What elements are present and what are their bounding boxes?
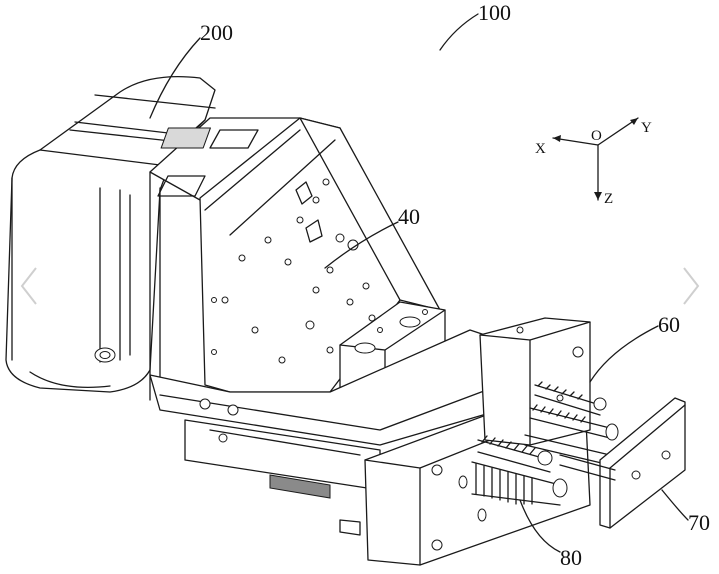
axis-origin-label: O — [591, 128, 602, 144]
label-80: 80 — [560, 545, 582, 570]
part-80-spring-set — [471, 435, 568, 506]
leader-80 — [519, 499, 561, 553]
leader-100 — [439, 13, 479, 51]
part-40-hole-pattern — [211, 178, 376, 364]
axis-x-label: X — [535, 141, 546, 157]
leader-60 — [589, 325, 659, 383]
part-60-spring-set — [524, 381, 619, 466]
leader-lines — [149, 13, 689, 553]
part-70-end-plate — [559, 397, 686, 529]
coordinate-axes: O X Y Z — [535, 117, 652, 207]
leader-40 — [324, 221, 399, 269]
label-40: 40 — [398, 204, 420, 229]
chevron-right-icon[interactable] — [680, 260, 710, 310]
rear-frame-plate — [479, 317, 591, 446]
label-60: 60 — [658, 312, 680, 337]
leader-70 — [661, 489, 689, 521]
axis-y-label: Y — [641, 120, 652, 136]
label-70: 70 — [688, 510, 710, 535]
base-plate — [149, 329, 501, 536]
part-200-housing — [5, 75, 216, 393]
axis-z-label: Z — [604, 191, 613, 207]
chevron-left-icon[interactable] — [10, 260, 40, 310]
label-100: 100 — [478, 0, 511, 25]
reference-numerals: 100 200 40 60 70 80 — [200, 0, 710, 570]
label-200: 200 — [200, 20, 233, 45]
leader-200 — [149, 37, 201, 119]
